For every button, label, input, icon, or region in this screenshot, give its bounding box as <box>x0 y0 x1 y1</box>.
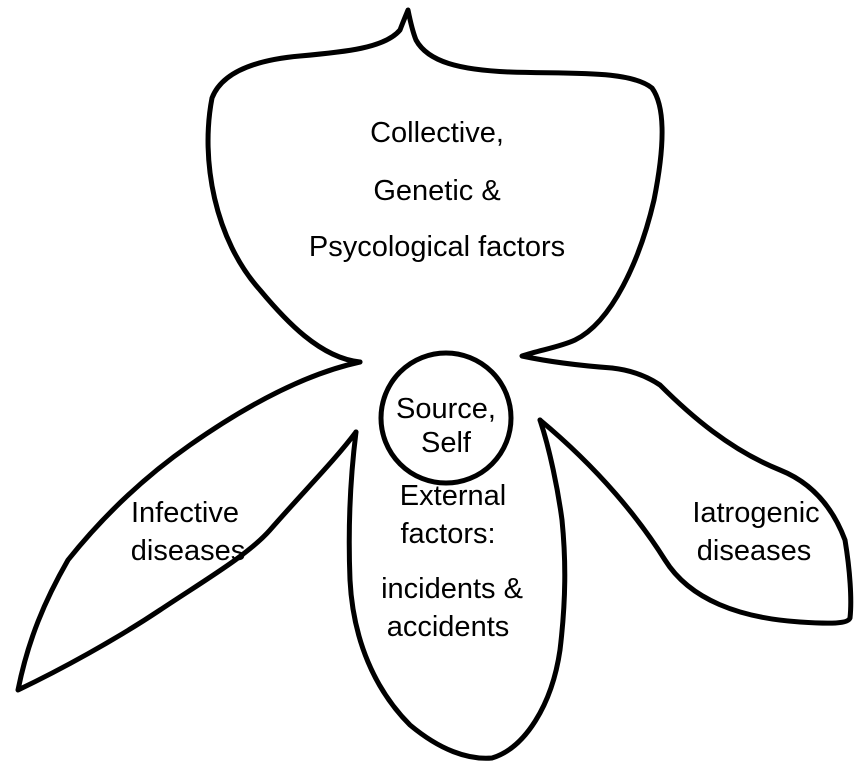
right-petal-outline <box>537 365 854 626</box>
center-label-line-1: Source, <box>396 393 496 425</box>
top-petal-label-line-2: Genetic & <box>373 175 500 207</box>
top-petal-outline <box>205 7 665 371</box>
right-petal-label-line-1: Iatrogenic <box>692 497 819 529</box>
bottom-petal-outline <box>346 417 568 761</box>
left-petal-outline <box>15 359 363 693</box>
top-petal-label-line-3: Psycological factors <box>309 231 565 263</box>
top-petal-label-line-1: Collective, <box>370 117 504 149</box>
left-petal-label-line-2: diseases <box>131 535 245 567</box>
bottom-petal-label-line-4: accidents <box>387 611 510 643</box>
bottom-petal-label-line-3: incidents & <box>381 573 523 605</box>
right-petal-label-line-2: diseases <box>697 535 811 567</box>
left-petal-label-line-1: Infective <box>131 497 239 529</box>
bottom-petal-label-line-1: External <box>400 480 506 512</box>
center-circle <box>378 350 514 486</box>
center-label-line-2: Self <box>421 427 472 459</box>
bottom-petal-label-line-2: factors: <box>400 518 495 550</box>
